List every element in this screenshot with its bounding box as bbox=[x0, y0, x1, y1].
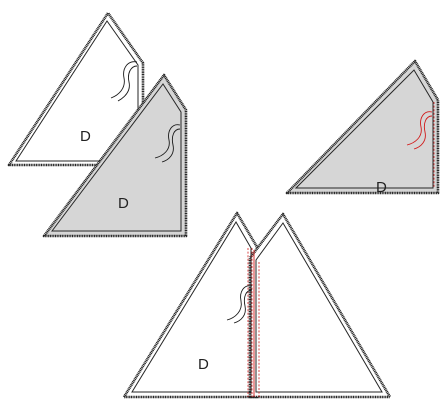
piece-label: D bbox=[118, 195, 129, 212]
piece-label: D bbox=[376, 179, 387, 196]
step-1-pieces: D D bbox=[9, 13, 186, 236]
piece-label: D bbox=[80, 128, 91, 145]
step-3-joined: D bbox=[124, 213, 390, 397]
step-2-piece: D bbox=[287, 61, 438, 196]
piece-label: D bbox=[198, 356, 209, 373]
